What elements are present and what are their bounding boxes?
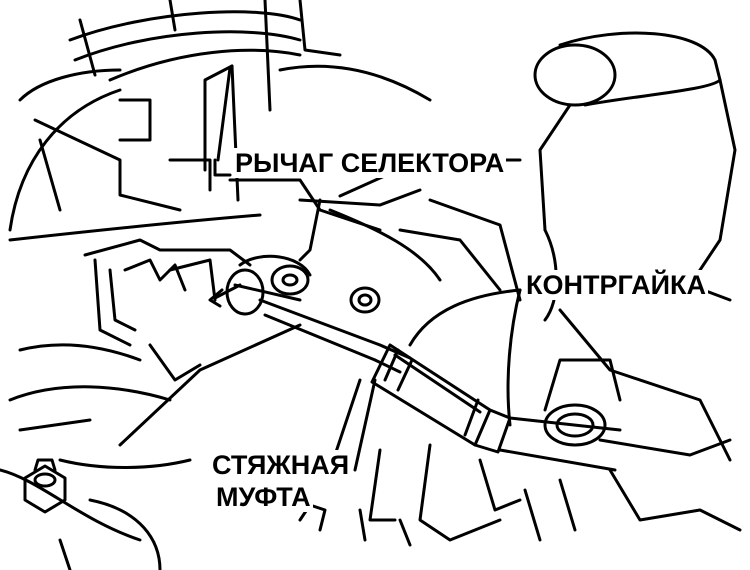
turnbuckle: [370, 343, 622, 472]
cylinder-housing: [428, 31, 737, 462]
transmission-housing: [8, 0, 502, 292]
bracket: [0, 238, 252, 570]
pointer-lines: [118, 66, 522, 472]
selector-lever-label: РЫЧАГ СЕЛЕКТОРА: [233, 148, 507, 178]
lower-linkage: [298, 358, 742, 547]
hex-nut: [23, 458, 67, 514]
turnbuckle-label-line2: МУФТА: [214, 482, 313, 512]
control-rod: [258, 298, 412, 374]
locknut-label: КОНТРГАЙКА: [524, 270, 708, 300]
clevis-joint: [208, 254, 381, 316]
turnbuckle-label-line1: СТЯЖНАЯ: [210, 450, 352, 480]
